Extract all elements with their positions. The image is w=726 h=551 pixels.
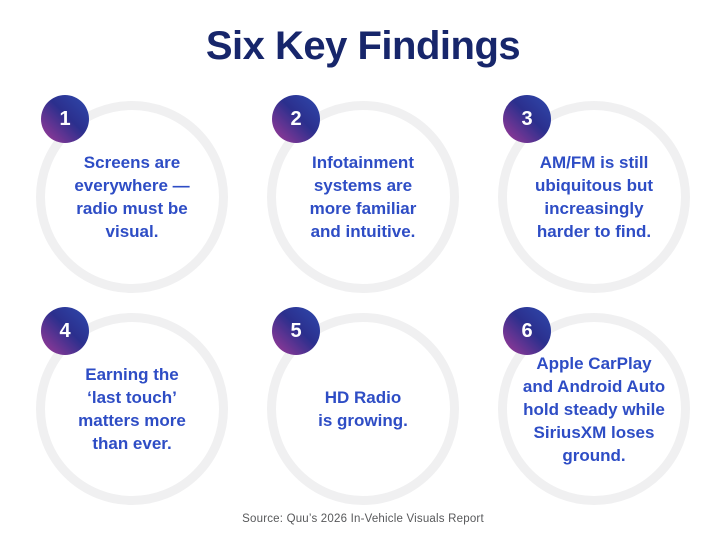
finding-number: 6 [521, 319, 533, 342]
finding-card-3: 3 AM/FM is still ubiquitous but increasi… [489, 95, 699, 295]
ring-circle [36, 313, 228, 505]
number-badge: 4 [41, 307, 89, 355]
finding-number: 5 [290, 319, 302, 342]
page-title: Six Key Findings [205, 24, 521, 68]
ring-circle [267, 313, 459, 505]
finding-card-4: 4 Earning the ‘last touch’ matters more … [27, 307, 237, 507]
source-text: Source: Quu’s 2026 In-Vehicle Visuals Re… [242, 513, 484, 525]
finding-text: Earning the ‘last touch’ matters more th… [78, 365, 186, 453]
finding-number: 3 [521, 107, 533, 130]
number-badge: 5 [272, 307, 320, 355]
finding-card-6: 6 Apple CarPlay and Android Auto hold st… [489, 307, 699, 507]
finding-number: 1 [59, 107, 71, 130]
number-badge: 3 [503, 95, 551, 143]
finding-number: 2 [290, 107, 302, 130]
finding-card-2: 2 Infotainment systems are more familiar… [258, 95, 468, 295]
finding-text: Infotainment systems are more familiar a… [309, 153, 417, 241]
findings-grid: 1 Screens are everywhere — radio must be… [27, 95, 699, 507]
number-badge: 2 [272, 95, 320, 143]
finding-text: AM/FM is still ubiquitous but increasing… [534, 153, 654, 241]
finding-number: 4 [59, 319, 71, 342]
finding-card-1: 1 Screens are everywhere — radio must be… [27, 95, 237, 295]
number-badge: 1 [41, 95, 89, 143]
number-badge: 6 [503, 307, 551, 355]
finding-text: Apple CarPlay and Android Auto hold stea… [522, 353, 666, 465]
finding-card-5: 5 HD Radio is growing. [258, 307, 468, 507]
finding-text: HD Radio is growing. [318, 388, 408, 430]
finding-text: Screens are everywhere — radio must be v… [74, 153, 190, 241]
